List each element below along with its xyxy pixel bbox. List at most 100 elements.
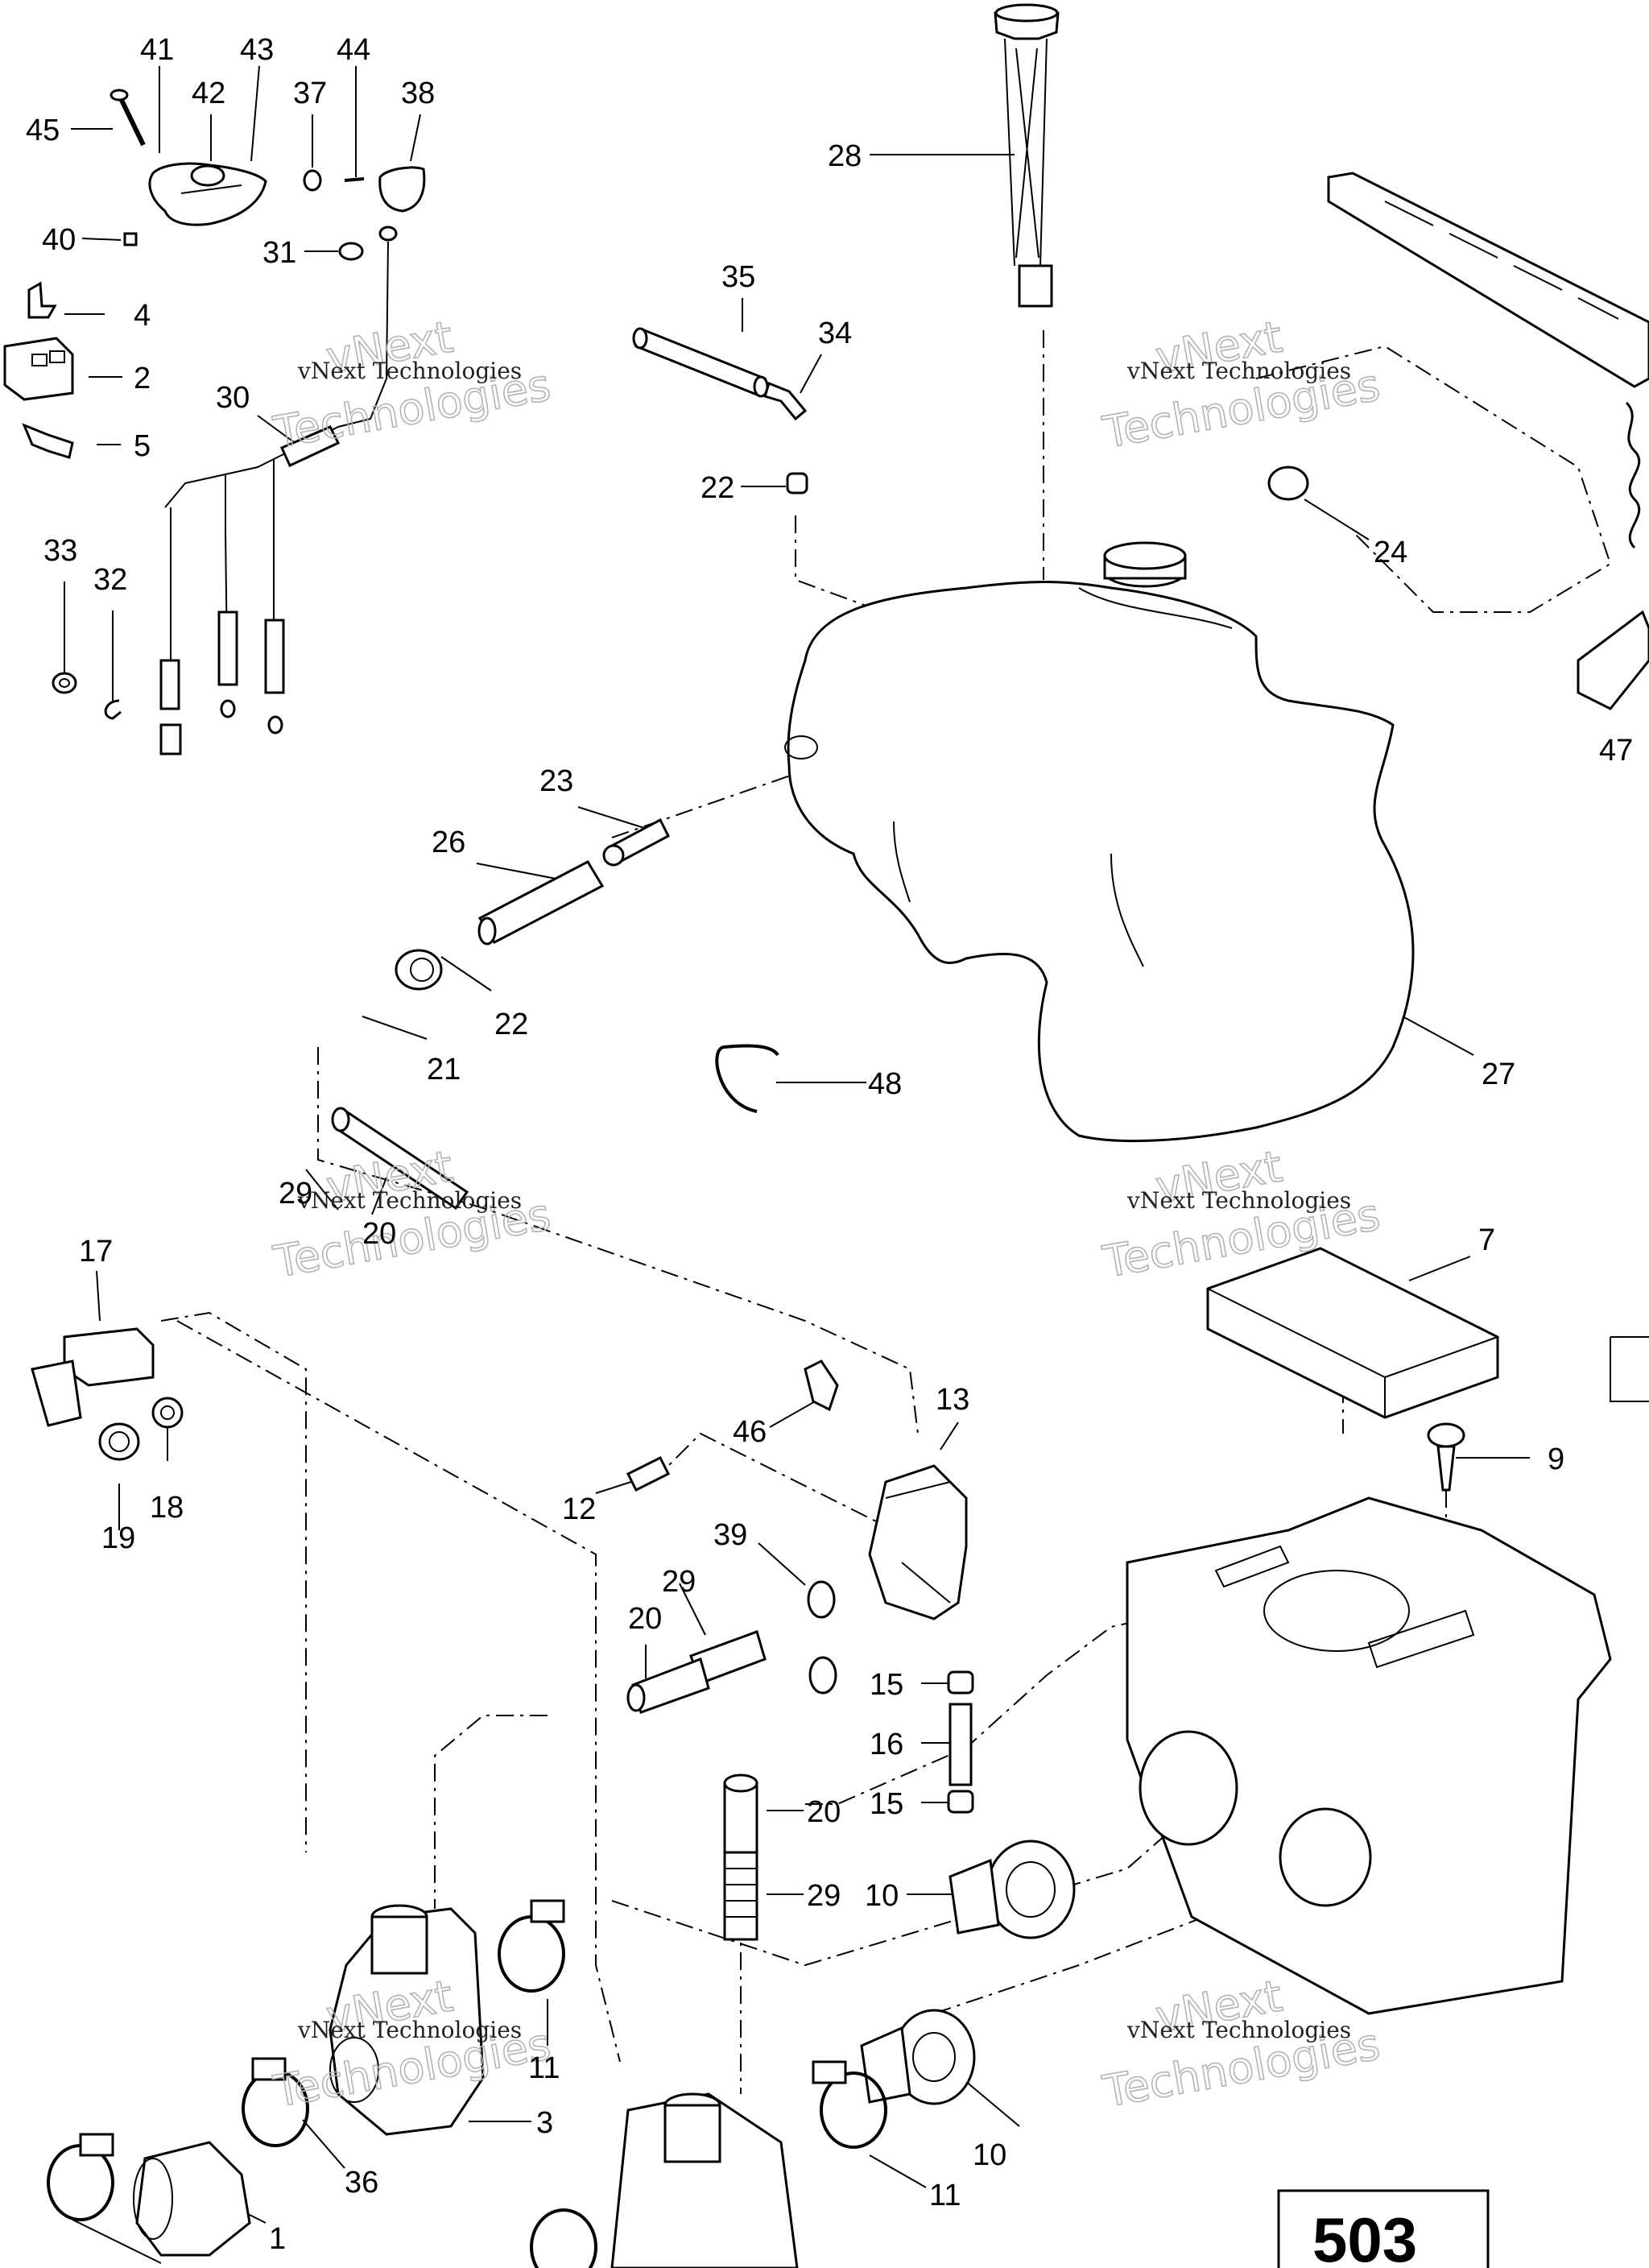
callout-36: 36 bbox=[345, 2166, 378, 2200]
callout-38: 38 bbox=[401, 77, 435, 110]
grommet-22-mid bbox=[395, 949, 443, 991]
carburetor-3-lower bbox=[610, 2092, 799, 2268]
clip-39-b bbox=[808, 1656, 837, 1695]
callout-29-lower: 29 bbox=[807, 1879, 841, 1913]
callout-29-mid: 29 bbox=[662, 1565, 696, 1599]
hose-20-vertical bbox=[723, 1773, 758, 1854]
callout-32: 32 bbox=[93, 563, 127, 597]
callout-27: 27 bbox=[1482, 1057, 1515, 1091]
carburetor-3 bbox=[329, 1904, 485, 2136]
shield-plate bbox=[1327, 172, 1649, 388]
valve-23 bbox=[602, 817, 670, 867]
terminal-4 bbox=[27, 281, 57, 319]
spring bbox=[1625, 401, 1641, 549]
callout-30: 30 bbox=[216, 381, 250, 415]
callout-4: 4 bbox=[134, 299, 151, 333]
grommet-22-top bbox=[786, 472, 808, 495]
bracket-47 bbox=[1577, 610, 1649, 710]
callout-40: 40 bbox=[42, 223, 76, 257]
callout-28: 28 bbox=[828, 139, 862, 173]
knob-24 bbox=[1267, 466, 1309, 501]
callout-10-upper: 10 bbox=[865, 1879, 899, 1913]
tube-26 bbox=[477, 860, 605, 946]
callout-29-upper: 29 bbox=[279, 1177, 312, 1211]
fuel-pump-13 bbox=[868, 1464, 968, 1620]
clamp-48 bbox=[715, 1044, 779, 1113]
callout-21: 21 bbox=[427, 1053, 461, 1086]
washer-18 bbox=[151, 1397, 184, 1429]
callout-7: 7 bbox=[1478, 1223, 1495, 1257]
svg-text:vNext Technologies: vNext Technologies bbox=[1126, 358, 1351, 384]
clip-15-a bbox=[947, 1670, 974, 1695]
callout-1: 1 bbox=[269, 2222, 286, 2256]
callout-11-lower: 11 bbox=[929, 2179, 961, 2212]
screw-44 bbox=[344, 177, 365, 182]
callout-18: 18 bbox=[150, 1491, 184, 1525]
hose-29-vertical bbox=[723, 1851, 758, 1941]
callout-31: 31 bbox=[262, 236, 296, 270]
fitting-34 bbox=[763, 382, 808, 421]
hose-29-upper bbox=[331, 1107, 469, 1211]
connector-2 bbox=[3, 337, 74, 401]
nut-31 bbox=[338, 242, 364, 261]
svg-text:vNext Technologies: vNext Technologies bbox=[1126, 1187, 1351, 1214]
callout-13: 13 bbox=[936, 1383, 969, 1417]
callout-12: 12 bbox=[562, 1492, 596, 1526]
clamp-36 bbox=[242, 2057, 309, 2147]
terminal-5 bbox=[22, 423, 74, 459]
callout-20-upper: 20 bbox=[362, 1217, 396, 1251]
bracket-ghost bbox=[1255, 345, 1612, 613]
callout-46: 46 bbox=[733, 1415, 767, 1449]
callout-47: 47 bbox=[1599, 734, 1633, 768]
clip-32 bbox=[104, 699, 122, 720]
cable-30 bbox=[159, 226, 398, 755]
callout-24: 24 bbox=[1374, 536, 1407, 569]
callout-23: 23 bbox=[539, 764, 573, 798]
callout-15-upper: 15 bbox=[870, 1668, 903, 1702]
adaptor-10-lower bbox=[860, 2009, 976, 2105]
callout-2: 2 bbox=[134, 362, 151, 395]
callout-41: 41 bbox=[140, 33, 174, 67]
silencer-box bbox=[1126, 1496, 1612, 2015]
svg-text:vNext Technologies: vNext Technologies bbox=[1126, 2017, 1351, 2043]
fastener-9 bbox=[1427, 1422, 1465, 1492]
callout-48: 48 bbox=[868, 1067, 902, 1101]
svg-text:vNext Technologies: vNext Technologies bbox=[297, 358, 522, 384]
clamp-lower-left bbox=[47, 2133, 114, 2221]
callout-20-mid: 20 bbox=[628, 1602, 662, 1636]
clamp-11-upper bbox=[498, 1899, 565, 1993]
nut-40 bbox=[123, 232, 138, 246]
callout-11-upper: 11 bbox=[528, 2051, 560, 2085]
fuel-tank-27 bbox=[784, 541, 1415, 1143]
callout-43: 43 bbox=[240, 33, 274, 67]
throttle-lever-housing bbox=[148, 162, 267, 226]
callout-3: 3 bbox=[536, 2106, 553, 2140]
callout-37: 37 bbox=[293, 77, 327, 110]
nut-19 bbox=[98, 1422, 140, 1461]
callout-22-mid: 22 bbox=[494, 1008, 528, 1041]
callout-9: 9 bbox=[1548, 1442, 1564, 1476]
switch-17 bbox=[31, 1327, 155, 1427]
callout-35: 35 bbox=[721, 260, 755, 294]
washer-37 bbox=[303, 169, 322, 192]
page-number: 503 bbox=[1312, 2204, 1417, 2268]
callout-22: 22 bbox=[701, 471, 734, 505]
assembly-lines bbox=[160, 330, 1447, 2094]
callout-26: 26 bbox=[432, 826, 465, 859]
callout-34: 34 bbox=[818, 317, 852, 350]
callout-44: 44 bbox=[337, 33, 370, 67]
screw-12 bbox=[626, 1455, 671, 1492]
screw-45 bbox=[110, 89, 146, 147]
callout-labels: 41 43 44 42 37 38 45 40 31 4 2 5 30 33 3… bbox=[26, 33, 1633, 2256]
clip-15-b bbox=[947, 1790, 974, 1814]
filter-7 bbox=[1206, 1247, 1499, 1419]
page-number-box: 503 bbox=[1277, 2189, 1490, 2268]
fuel-sender-28 bbox=[994, 3, 1060, 308]
callout-15-lower: 15 bbox=[870, 1787, 903, 1821]
callout-10-lower: 10 bbox=[973, 2138, 1006, 2172]
callout-33: 33 bbox=[43, 534, 77, 568]
adaptor-1 bbox=[133, 2141, 251, 2257]
callout-45: 45 bbox=[26, 114, 60, 147]
callout-5: 5 bbox=[134, 429, 151, 463]
